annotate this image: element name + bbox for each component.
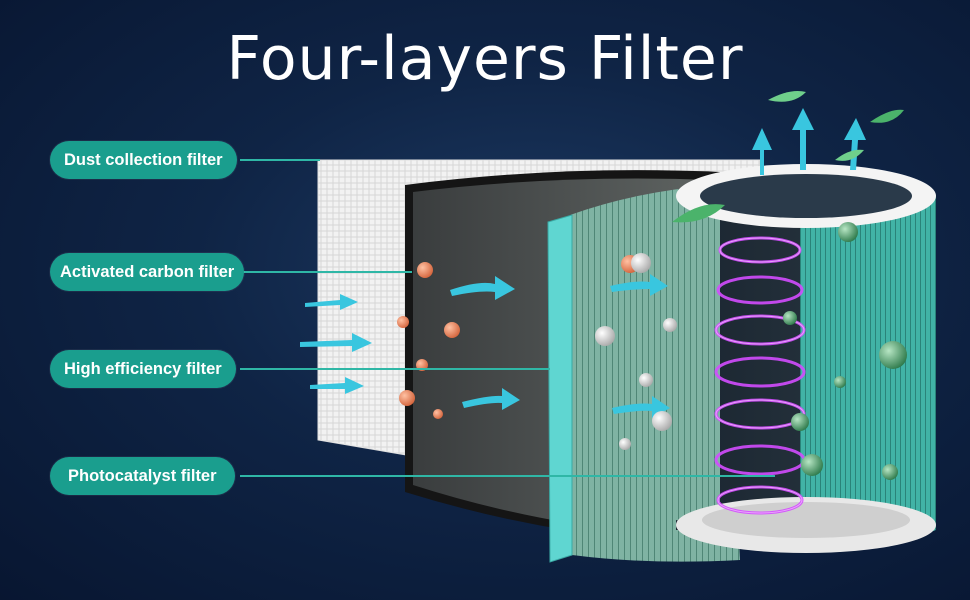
airflow-arrows: [300, 108, 866, 418]
label-photocatalyst-filter: Photocatalyst filter: [50, 457, 235, 495]
cylinder-filter: [676, 164, 936, 553]
page-title: Four-layers Filter: [226, 24, 744, 94]
leaf-decorations: [672, 91, 904, 223]
leader-lines: [240, 159, 775, 477]
label-activated-carbon-filter: Activated carbon filter: [50, 253, 245, 291]
label-high-efficiency-filter: High efficiency filter: [50, 350, 236, 388]
dust-particles: [397, 222, 907, 480]
label-dust-collection-filter: Dust collection filter: [50, 141, 237, 179]
